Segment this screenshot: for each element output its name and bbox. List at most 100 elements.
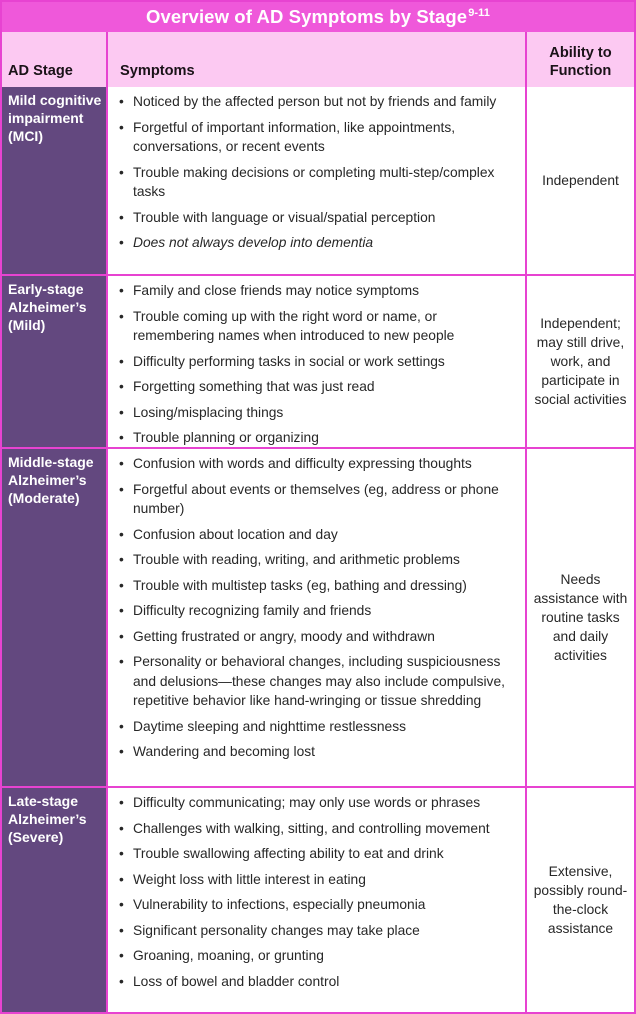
symptom-text: Challenges with walking, sitting, and co… bbox=[133, 820, 490, 836]
symptom-item: •Confusion with words and difficulty exp… bbox=[119, 454, 521, 474]
symptom-text: Daytime sleeping and nighttime restlessn… bbox=[133, 718, 407, 734]
column-header-symptoms: Symptoms bbox=[108, 32, 527, 87]
stage-cell: Early-stage Alzheimer’s (Mild) bbox=[2, 276, 108, 447]
symptom-text: Difficulty performing tasks in social or… bbox=[133, 353, 445, 369]
bullet-icon: • bbox=[119, 718, 124, 734]
symptoms-cell: • Noticed by the affected person but not … bbox=[108, 87, 527, 274]
symptom-text: Trouble making decisions or completing m… bbox=[133, 164, 495, 200]
bullet-icon: • bbox=[119, 283, 124, 298]
bullet-icon: • bbox=[119, 379, 124, 394]
symptom-item: • Trouble planning or organizing bbox=[119, 428, 521, 448]
symptom-text: Groaning, moaning, or grunting bbox=[133, 948, 324, 963]
bullet-icon: • bbox=[119, 353, 124, 369]
table-row-late-stage: Late-stage Alzheimer’s (Severe) •Difficu… bbox=[2, 786, 634, 1012]
symptom-item: •Groaning, moaning, or grunting bbox=[119, 946, 521, 966]
citation-superscript: 9-11 bbox=[468, 6, 491, 19]
stage-cell: Mild cognitive impairment (MCI) bbox=[2, 87, 108, 274]
symptom-item: •Does not always develop into dementia bbox=[119, 233, 521, 253]
bullet-icon: • bbox=[119, 871, 124, 887]
table-row-early-stage: Early-stage Alzheimer’s (Mild) • Family a… bbox=[2, 274, 634, 447]
bullet-icon: • bbox=[119, 897, 124, 912]
bullet-icon: • bbox=[119, 654, 124, 669]
symptom-item: • Trouble making decisions or completing … bbox=[119, 163, 521, 202]
bullet-icon: • bbox=[119, 481, 124, 497]
symptoms-cell: •Confusion with words and difficulty exp… bbox=[108, 449, 527, 786]
symptom-item: •Confusion about location and day bbox=[119, 525, 521, 545]
bullet-icon: • bbox=[119, 820, 124, 836]
symptom-item: • Daytime sleeping and nighttime restless… bbox=[119, 717, 521, 737]
stage-cell: Middle-stage Alzheimer’s (Moderate) bbox=[2, 449, 108, 786]
symptom-text: Loss of bowel and bladder control bbox=[133, 973, 340, 989]
ability-cell: Independent; may still drive, work, and … bbox=[527, 276, 634, 447]
symptoms-cell: • Family and close friends may notice sym… bbox=[108, 276, 527, 447]
bullet-icon: • bbox=[119, 430, 124, 445]
symptom-item: • Trouble swallowing affecting ability to… bbox=[119, 844, 521, 864]
symptom-text: Losing/misplacing things bbox=[133, 404, 284, 420]
bullet-icon: • bbox=[119, 526, 124, 542]
symptom-text: Trouble planning or organizing bbox=[133, 430, 319, 445]
symptom-item: • Forgetful about events or themselves (e… bbox=[119, 480, 521, 519]
symptom-text: Trouble coming up with the right word or… bbox=[133, 308, 455, 344]
symptom-text: Forgetful about events or themselves (eg… bbox=[133, 481, 499, 517]
symptom-item: • Noticed by the affected person but not … bbox=[119, 92, 521, 112]
bullet-icon: • bbox=[119, 846, 124, 861]
symptom-item: • Challenges with walking, sitting, and c… bbox=[119, 819, 521, 839]
symptom-item: •Loss of bowel and bladder control bbox=[119, 972, 521, 992]
header-row: AD Stage Symptoms Ability to Function bbox=[2, 32, 634, 87]
table-title-bar: Overview of AD Symptoms by Stage9-11 bbox=[2, 2, 634, 32]
ability-cell: Independent bbox=[527, 87, 634, 274]
symptom-text: Weight loss with little interest in eati… bbox=[133, 871, 366, 887]
symptom-text: Noticed by the affected person but not b… bbox=[133, 94, 497, 109]
symptom-item: • Trouble coming up with the right word o… bbox=[119, 307, 521, 346]
bullet-icon: • bbox=[119, 94, 124, 109]
ability-cell: Extensive, possibly round-the-clock assi… bbox=[527, 788, 634, 1012]
symptom-text: Trouble with language or visual/spatial … bbox=[133, 209, 436, 225]
symptom-item: • Personality or behavioral changes, incl… bbox=[119, 652, 521, 711]
symptom-text: Vulnerability to infections, especially … bbox=[133, 897, 426, 912]
symptom-item: • Difficulty recognizing family and frien… bbox=[119, 601, 521, 621]
bullet-icon: • bbox=[119, 795, 124, 810]
symptom-item: • Vulnerability to infections, especially… bbox=[119, 895, 521, 915]
symptom-text: Wandering and becoming lost bbox=[133, 744, 316, 759]
symptom-item: • Weight loss with little interest in eat… bbox=[119, 870, 521, 890]
symptom-item: •Forgetting something that was just read bbox=[119, 377, 521, 397]
symptom-text: Personality or behavioral changes, inclu… bbox=[133, 654, 505, 708]
symptom-item: • Family and close friends may notice sym… bbox=[119, 281, 521, 301]
symptom-item: •Difficulty communicating; may only use … bbox=[119, 793, 521, 813]
table-row-middle-stage: Middle-stage Alzheimer’s (Moderate) •Con… bbox=[2, 447, 634, 786]
ability-cell: Needs assistance with routine tasks and … bbox=[527, 449, 634, 786]
bullet-icon: • bbox=[119, 603, 124, 618]
symptom-item: • Wandering and becoming lost bbox=[119, 742, 521, 762]
bullet-icon: • bbox=[119, 922, 124, 938]
bullet-icon: • bbox=[119, 744, 124, 759]
symptoms-cell: •Difficulty communicating; may only use … bbox=[108, 788, 527, 1012]
bullet-icon: • bbox=[119, 164, 124, 180]
bullet-icon: • bbox=[119, 577, 124, 593]
stage-cell: Late-stage Alzheimer’s (Severe) bbox=[2, 788, 108, 1012]
symptom-text: Significant personality changes may take… bbox=[133, 922, 420, 938]
symptom-text: Does not always develop into dementia bbox=[133, 235, 374, 250]
symptom-text: Trouble with multistep tasks (eg, bathin… bbox=[133, 577, 467, 593]
symptom-item: •Getting frustrated or angry, moody and … bbox=[119, 627, 521, 647]
bullet-icon: • bbox=[119, 404, 124, 420]
bullet-icon: • bbox=[119, 209, 124, 225]
symptom-item: • Losing/misplacing things bbox=[119, 403, 521, 423]
symptom-text: Trouble swallowing affecting ability to … bbox=[133, 846, 444, 861]
symptom-item: • Trouble with multistep tasks (eg, bathi… bbox=[119, 576, 521, 596]
bullet-icon: • bbox=[119, 456, 124, 471]
column-header-ability: Ability to Function bbox=[549, 44, 612, 79]
symptom-item: • Significant personality changes may tak… bbox=[119, 921, 521, 941]
table-row-mci: Mild cognitive impairment (MCI) • Noticed… bbox=[2, 87, 634, 274]
column-header-stage: AD Stage bbox=[2, 32, 108, 87]
symptom-text: Forgetful of important information, like… bbox=[133, 119, 456, 155]
bullet-icon: • bbox=[119, 552, 124, 567]
symptom-item: • Trouble with language or visual/spatial… bbox=[119, 208, 521, 228]
symptom-text: Trouble with reading, writing, and arith… bbox=[133, 552, 460, 567]
symptom-item: • Difficulty performing tasks in social o… bbox=[119, 352, 521, 372]
symptom-text: Family and close friends may notice symp… bbox=[133, 283, 420, 298]
bullet-icon: • bbox=[119, 308, 124, 324]
bullet-icon: • bbox=[119, 119, 124, 135]
bullet-icon: • bbox=[119, 628, 124, 644]
symptom-text: Difficulty recognizing family and friend… bbox=[133, 603, 372, 618]
